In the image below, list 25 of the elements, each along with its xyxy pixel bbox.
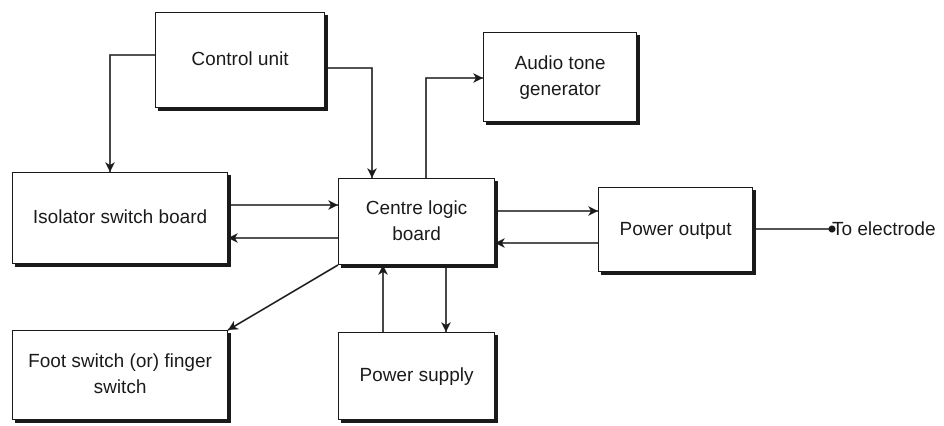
- block-label: Power supply: [359, 364, 474, 388]
- block-label: Foot switch (or) finger switch: [27, 350, 213, 400]
- block-label: Control unit: [191, 48, 289, 72]
- block-label: Centre logic board: [364, 196, 468, 246]
- terminal-label: To electrode: [832, 216, 940, 244]
- arrow: [495, 238, 598, 248]
- arrow: [228, 233, 338, 243]
- arrow: [441, 265, 451, 332]
- arrow: [228, 200, 338, 210]
- block-box: [483, 32, 637, 122]
- arrow: [378, 265, 388, 332]
- block-box: [338, 178, 495, 265]
- arrow: [495, 206, 598, 216]
- block-box: [12, 172, 228, 264]
- arrow: [325, 67, 377, 178]
- block-box: [155, 12, 325, 108]
- arrow: [105, 54, 155, 172]
- block-label: Power output: [620, 218, 732, 242]
- block-box: [338, 332, 495, 420]
- arrow: [228, 264, 338, 331]
- block-label: Audio tone generator: [514, 52, 606, 102]
- block-label: Isolator switch board: [32, 206, 208, 230]
- arrow: [425, 73, 483, 178]
- block-box: [598, 187, 753, 272]
- block-box: [12, 330, 228, 420]
